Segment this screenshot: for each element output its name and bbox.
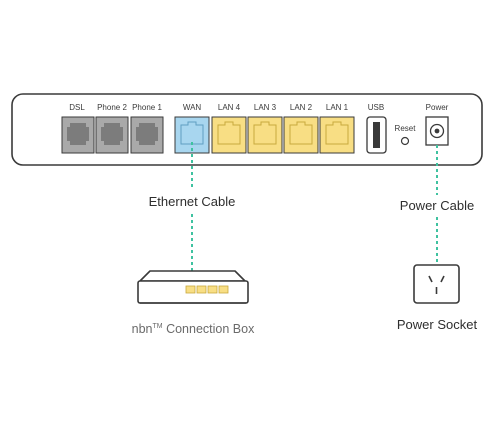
nbn-connection-box [137,270,249,304]
lan2-port [283,116,319,154]
port-label-power: Power [426,103,449,112]
ethernet-label-bg [140,190,244,212]
phone1-port [130,116,164,154]
lan4-port [211,116,247,154]
phone2-port [95,116,129,154]
ethernet-cable-label: Ethernet Cable [149,194,236,209]
port-label-phone2: Phone 2 [97,103,127,112]
port-label-lan4: LAN 4 [218,103,241,112]
power-cable-label: Power Cable [400,198,474,213]
power-socket-label: Power Socket [397,317,478,332]
port-label-reset: Reset [395,124,417,133]
usb-port [366,116,387,154]
reset-button [400,136,410,146]
port-label-phone1: Phone 1 [132,103,162,112]
nbn-box-label-prefix: nbn [132,322,153,336]
router-body [11,93,483,166]
port-label-lan1: LAN 1 [326,103,349,112]
nbn-box-label: nbnTM Connection Box [132,322,255,336]
nbn-box-ports [185,285,229,294]
lan3-port [247,116,283,154]
wan-port [174,116,210,154]
port-label-lan3: LAN 3 [254,103,277,112]
lan1-port [319,116,355,154]
power-jack [425,116,449,146]
port-label-dsl: DSL [69,103,85,112]
port-label-lan2: LAN 2 [290,103,313,112]
dsl-port [61,116,95,154]
nbn-box-label-tm: TM [153,323,163,330]
port-label-usb: USB [368,103,384,112]
nbn-box-label-suffix: Connection Box [163,322,255,336]
port-label-wan: WAN [183,103,202,112]
power-socket [413,264,460,304]
power-label-bg [396,195,480,217]
router: DSL Phone 2 Phone 1 WAN LAN 4 LAN 3 LAN … [11,93,483,166]
